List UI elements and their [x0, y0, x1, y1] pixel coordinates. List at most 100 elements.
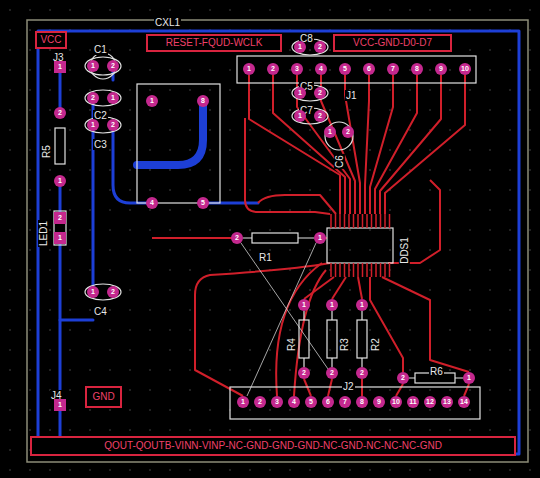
pin-number: 5 — [201, 199, 205, 207]
chip-pins — [375, 214, 377, 228]
pin-number: 1 — [298, 43, 302, 51]
pin-number: 1 — [58, 63, 62, 71]
part-name: J1 — [345, 90, 358, 101]
silkscreen-outlines — [230, 387, 480, 419]
solder-pad: 2 — [231, 232, 243, 244]
bottom-traces — [60, 405, 100, 440]
silkscreen-outlines — [85, 284, 121, 300]
part-name: R1 — [258, 252, 273, 263]
pin-number: 3 — [295, 65, 299, 73]
silkscreen-label: C4 — [93, 301, 108, 312]
solder-pad: 2 — [107, 60, 119, 72]
chip-pins — [357, 214, 359, 228]
pin-number: 1 — [302, 301, 306, 309]
top-traces — [273, 75, 345, 214]
pin-number: 10 — [392, 398, 400, 406]
pin-number: 2 — [111, 121, 115, 129]
top-traces — [375, 75, 417, 214]
pin-number: 4 — [150, 199, 154, 207]
solder-pad: 1 — [87, 60, 99, 72]
pin-number: 4 — [319, 65, 323, 73]
pin-number: 2 — [58, 109, 62, 117]
top-traces — [258, 195, 336, 214]
silkscreen-outlines — [54, 211, 66, 245]
solder-pad: 1 — [294, 87, 306, 99]
pin-number: 2 — [111, 288, 115, 296]
solder-pad: 1 — [326, 299, 338, 311]
solder-pad: 2 — [298, 367, 310, 379]
silkscreen-label: J3 — [52, 47, 65, 58]
part-name: R5 — [41, 144, 52, 159]
signal-label-box: VCC — [35, 31, 67, 49]
solder-pad: 8 — [356, 396, 368, 408]
pin-number: 2 — [258, 398, 262, 406]
chip-pins — [389, 214, 391, 228]
silkscreen-outlines — [357, 320, 367, 358]
solder-pad: 12 — [424, 396, 436, 408]
pin-number: 1 — [298, 89, 302, 97]
pin-number: 2 — [302, 369, 306, 377]
silkscreen-label: CXL1 — [154, 12, 182, 23]
solder-pad: 1 — [146, 95, 158, 107]
solder-pad: 3 — [291, 63, 303, 75]
solder-pad: 1 — [314, 232, 326, 244]
pin-number: 11 — [409, 398, 416, 406]
chip-pins — [357, 263, 359, 277]
solder-pad: 1 — [107, 92, 119, 104]
pin-number: 1 — [91, 121, 95, 129]
pin-number: 12 — [426, 398, 434, 406]
chip-pins — [371, 214, 373, 228]
pin-number: 1 — [58, 234, 62, 242]
top-traces — [294, 270, 326, 396]
solder-pad: 1 — [324, 126, 336, 138]
top-traces — [276, 263, 322, 396]
solder-pad: 2 — [254, 396, 266, 408]
chip-pins — [339, 263, 341, 277]
solder-pad: 8 — [411, 63, 423, 75]
solder-pad: 1 — [294, 110, 306, 122]
chip-pins — [339, 214, 341, 228]
bottom-traces — [137, 101, 203, 165]
chip-pins — [348, 263, 350, 277]
top-traces — [370, 277, 403, 372]
part-name: R3 — [339, 337, 350, 352]
pin-number: 8 — [201, 97, 205, 105]
pin-number: 5 — [343, 65, 347, 73]
pin-number: 2 — [271, 65, 275, 73]
pin-number: 1 — [330, 301, 334, 309]
chip-pins — [335, 263, 337, 277]
solder-pad: 6 — [322, 396, 334, 408]
pin-number: 1 — [91, 62, 95, 70]
part-name: C1 — [93, 44, 108, 55]
solder-pad: 2 — [314, 110, 326, 122]
solder-pad: 2 — [356, 367, 368, 379]
chip-pins — [384, 263, 386, 277]
solder-pad: 4 — [146, 197, 158, 209]
solder-pad: 4 — [315, 63, 327, 75]
pin-number: 14 — [460, 398, 468, 406]
solder-pad: 1 — [54, 399, 66, 411]
solder-pad: 1 — [243, 63, 255, 75]
bottom-traces — [59, 244, 62, 405]
bottom-traces — [38, 31, 519, 454]
solder-pad: 2 — [54, 107, 66, 119]
solder-pad: 1 — [54, 61, 66, 73]
pin-number: 1 — [360, 301, 364, 309]
solder-pad: 9 — [435, 63, 447, 75]
solder-pad: 11 — [407, 396, 419, 408]
top-traces — [365, 75, 369, 214]
top-traces — [152, 237, 237, 239]
chip-pins — [348, 214, 350, 228]
board-edge — [27, 20, 528, 462]
chip-pins — [353, 263, 355, 277]
silkscreen-outlines — [243, 237, 314, 238]
silkscreen-label: R4 — [284, 334, 299, 345]
pin-number: 1 — [467, 374, 471, 382]
silkscreen-outlines — [237, 56, 476, 83]
pin-number: 9 — [439, 65, 443, 73]
chip-pins — [371, 263, 373, 277]
pin-number: 1 — [241, 398, 245, 406]
pin-number: 2 — [401, 374, 405, 382]
silkscreen-outlines — [327, 320, 337, 358]
solder-pad: 3 — [271, 396, 283, 408]
